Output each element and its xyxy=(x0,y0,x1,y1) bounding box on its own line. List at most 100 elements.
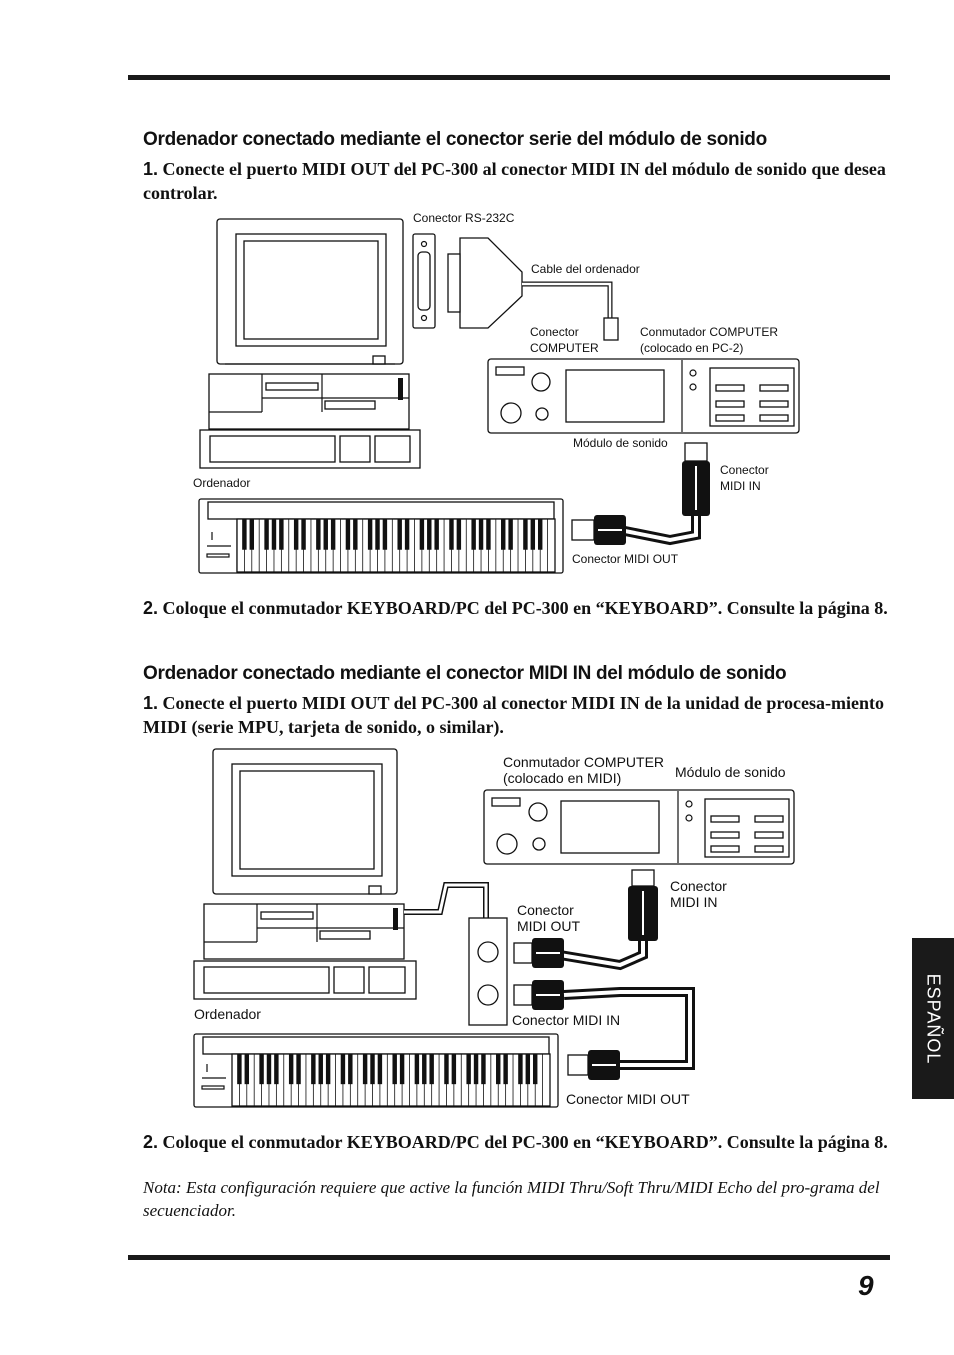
black-key xyxy=(271,519,277,550)
black-key xyxy=(530,519,536,550)
black-key xyxy=(537,519,543,550)
pc300-keyboard-icon xyxy=(193,1033,559,1108)
black-key xyxy=(518,1054,523,1085)
black-key xyxy=(377,1054,383,1085)
black-key xyxy=(397,519,402,550)
sound-module-icon xyxy=(487,358,800,434)
label-module: Módulo de sonido xyxy=(573,436,668,450)
label-midi-in-top-1: Conector xyxy=(670,878,727,894)
black-key xyxy=(523,519,528,550)
black-key xyxy=(279,519,284,550)
section2-step1: 1. Conecte el puerto MIDI OUT del PC-300… xyxy=(143,691,888,739)
computer-base-icon xyxy=(203,903,405,960)
black-key xyxy=(503,1054,508,1085)
section1-step1: 1. Conecte el puerto MIDI OUT del PC-300… xyxy=(143,157,888,205)
computer-keyboard-icon xyxy=(193,960,417,1000)
step-text: Conecte el puerto MIDI OUT del PC-300 al… xyxy=(143,159,886,203)
black-key xyxy=(242,519,247,550)
language-tab: ESPAÑOL xyxy=(912,938,954,1099)
interface-cable-icon xyxy=(404,882,489,918)
black-key xyxy=(525,1054,531,1085)
page-number: 9 xyxy=(858,1270,874,1301)
section2-note: Nota: Esta configuración requiere que ac… xyxy=(143,1178,880,1220)
label-midi-in-1: Conector xyxy=(720,463,769,477)
black-key xyxy=(274,1054,279,1085)
black-key xyxy=(340,1054,346,1085)
black-key xyxy=(434,519,439,550)
black-key xyxy=(427,519,432,550)
black-key xyxy=(404,519,410,550)
midi-interface-icon xyxy=(468,917,508,1026)
black-key xyxy=(532,1054,538,1085)
label-rs232: Conector RS-232C xyxy=(413,211,515,225)
black-key xyxy=(414,1054,420,1085)
black-key xyxy=(382,519,388,550)
step-number: 1. xyxy=(143,693,159,713)
black-key xyxy=(345,519,351,550)
black-key xyxy=(501,519,506,550)
label-switch-1: Conmutador COMPUTER xyxy=(640,325,778,339)
top-rule xyxy=(128,75,890,80)
black-key xyxy=(288,1054,294,1085)
black-key xyxy=(451,1054,457,1085)
black-key xyxy=(399,1054,405,1085)
black-key xyxy=(316,519,321,550)
section1-heading: Ordenador conectado mediante el conector… xyxy=(143,129,767,150)
midi-cable-icon xyxy=(513,869,658,971)
label-computer-connector-1: Conector xyxy=(530,325,579,339)
diagram-serial-connection: Conector RS-232C Cable del ordenador Con… xyxy=(193,211,800,574)
label-switch-2: (colocado en MIDI) xyxy=(503,770,621,786)
label-module: Módulo de sonido xyxy=(675,764,786,780)
language-tab-label: ESPAÑOL xyxy=(923,973,944,1064)
black-key xyxy=(348,1054,353,1085)
black-key xyxy=(259,1054,264,1085)
black-key xyxy=(473,1054,479,1085)
midi-cable-icon xyxy=(571,442,710,546)
label-midi-in-bottom: Conector MIDI IN xyxy=(512,1012,620,1028)
label-switch-1: Conmutador COMPUTER xyxy=(503,754,664,770)
diagram-midi-connection: Conmutador COMPUTER (colocado en MIDI) M… xyxy=(193,748,795,1108)
black-key xyxy=(325,1054,331,1085)
computer-cable-icon xyxy=(447,237,619,341)
rs232c-connector-icon xyxy=(412,233,436,329)
label-midi-out: Conector MIDI OUT xyxy=(572,552,679,566)
black-key xyxy=(323,519,328,550)
label-cable: Cable del ordenador xyxy=(531,262,640,276)
computer-monitor-icon xyxy=(212,748,398,895)
label-midi-in-2: MIDI IN xyxy=(720,479,761,493)
label-switch-2: (colocado en PC-2) xyxy=(640,341,743,355)
black-key xyxy=(449,519,454,550)
section2-step2: 2. Coloque el conmutador KEYBOARD/PC del… xyxy=(143,1130,888,1154)
black-key xyxy=(301,519,306,550)
black-key xyxy=(486,519,491,550)
black-key xyxy=(444,1054,449,1085)
black-key xyxy=(266,1054,272,1085)
step-text: Coloque el conmutador KEYBOARD/PC del PC… xyxy=(162,1132,888,1152)
black-key xyxy=(264,519,269,550)
pc300-keyboard-icon xyxy=(198,498,564,574)
label-computer: Ordenador xyxy=(194,1006,261,1022)
label-midi-in-top-2: MIDI IN xyxy=(670,894,717,910)
black-key xyxy=(296,1054,301,1085)
black-key xyxy=(353,519,358,550)
section2-heading: Ordenador conectado mediante el conector… xyxy=(143,663,787,684)
black-key xyxy=(375,519,380,550)
black-key xyxy=(392,1054,397,1085)
step-number: 2. xyxy=(143,1132,159,1152)
label-midi-out-mid-2: MIDI OUT xyxy=(517,918,580,934)
step-number: 2. xyxy=(143,598,159,618)
black-key xyxy=(237,1054,242,1085)
black-key xyxy=(419,519,425,550)
computer-monitor-icon xyxy=(216,218,404,365)
bottom-rule xyxy=(128,1255,890,1260)
black-key xyxy=(478,519,484,550)
black-key xyxy=(481,1054,486,1085)
black-key xyxy=(318,1054,323,1085)
midi-cable-icon xyxy=(513,980,695,1080)
sound-module-icon xyxy=(483,789,795,865)
black-key xyxy=(466,1054,471,1085)
step-text: Coloque el conmutador KEYBOARD/PC del PC… xyxy=(162,598,888,618)
label-computer: Ordenador xyxy=(193,476,250,490)
black-key xyxy=(311,1054,316,1085)
black-key xyxy=(330,519,336,550)
